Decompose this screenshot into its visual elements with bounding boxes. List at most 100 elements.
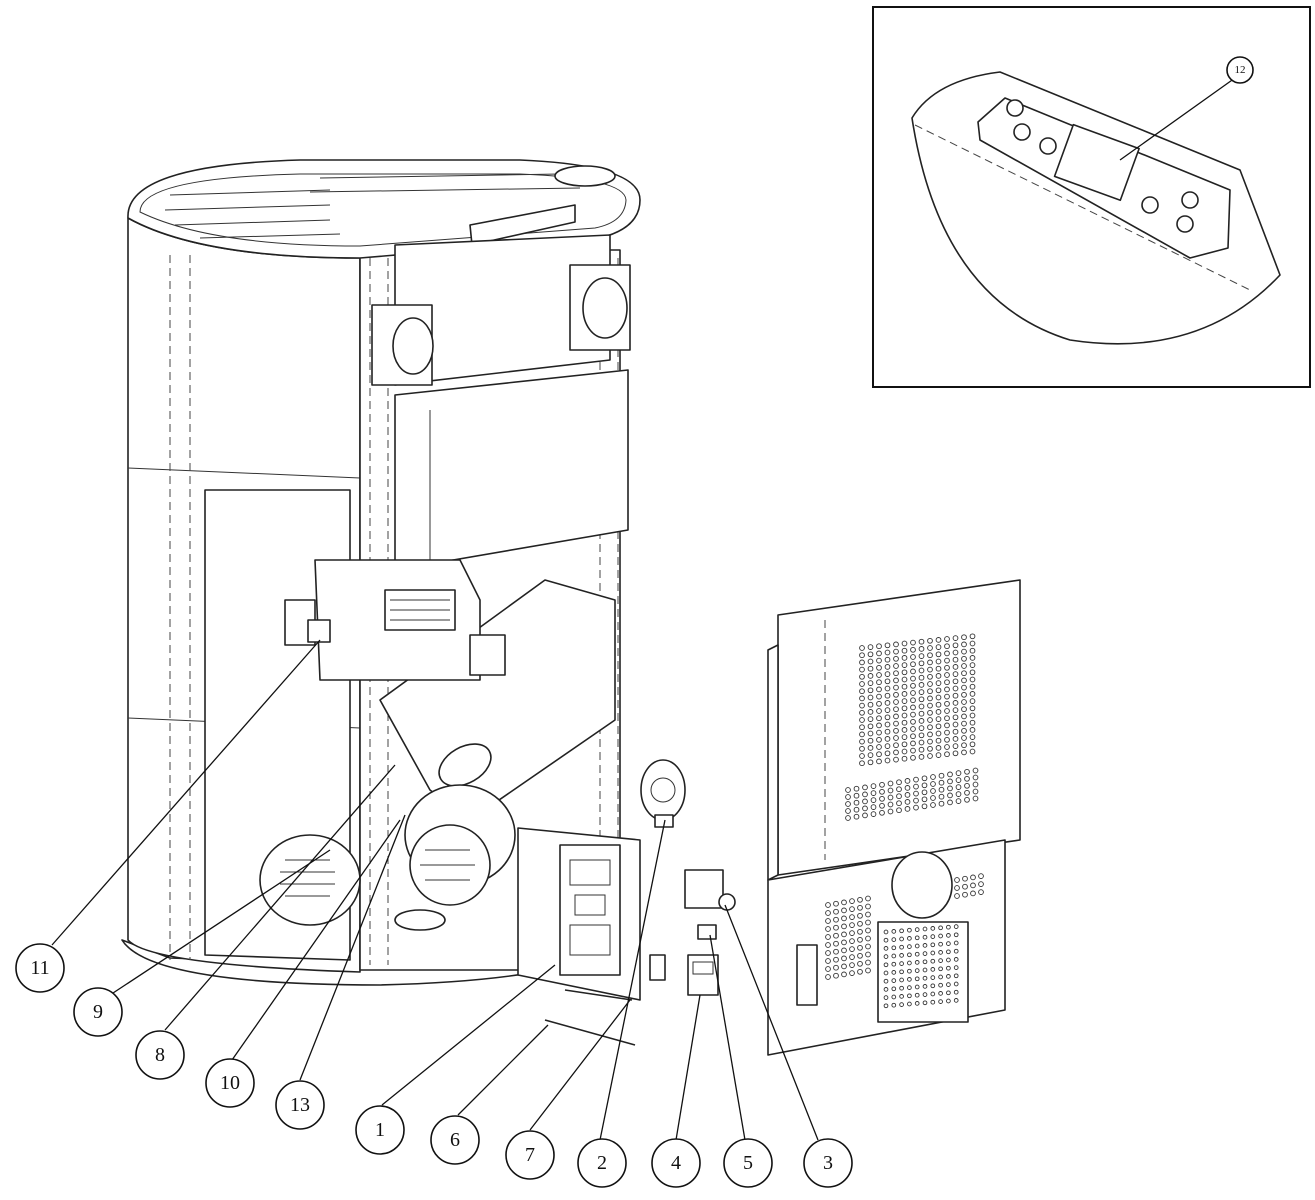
vent-hole bbox=[910, 668, 916, 675]
vent-hole bbox=[952, 750, 959, 757]
vent-hole bbox=[953, 965, 959, 970]
vent-hole bbox=[935, 658, 942, 665]
vent-hole bbox=[935, 701, 942, 708]
stove-body bbox=[121, 159, 641, 986]
button-power bbox=[1141, 196, 1159, 214]
vent-hole bbox=[896, 807, 902, 814]
middle-box bbox=[394, 369, 629, 571]
vent-hole bbox=[969, 741, 976, 748]
vent-hole bbox=[867, 665, 874, 672]
vent-hole bbox=[955, 777, 962, 783]
vent-hole bbox=[867, 737, 874, 744]
vent-hole bbox=[952, 649, 959, 656]
vent-hole bbox=[884, 671, 891, 677]
top-grille bbox=[164, 173, 581, 239]
vent-hole bbox=[955, 791, 962, 797]
vent-hole bbox=[841, 971, 847, 978]
vent-hole bbox=[893, 648, 899, 655]
vent-hole bbox=[961, 684, 967, 691]
vent-hole bbox=[947, 771, 953, 778]
vent-hole bbox=[922, 926, 928, 932]
vent-hole bbox=[935, 665, 942, 672]
vent-hole bbox=[901, 755, 908, 762]
vent-hole bbox=[953, 932, 959, 938]
vent-hole bbox=[935, 745, 942, 751]
vent-hole bbox=[922, 951, 928, 956]
vent-hole bbox=[930, 934, 936, 939]
vent-hole bbox=[876, 722, 882, 729]
vent-hole bbox=[935, 644, 942, 650]
vent-hole bbox=[857, 920, 863, 927]
vent-hole bbox=[857, 936, 863, 943]
vent-hole bbox=[964, 768, 970, 775]
vent-hole bbox=[893, 706, 899, 713]
vent-hole bbox=[891, 961, 897, 967]
vent-hole bbox=[893, 735, 899, 741]
callout-4: 4 bbox=[651, 1138, 701, 1188]
rear-panel bbox=[767, 579, 1021, 1056]
side-component bbox=[469, 634, 506, 676]
vent-hole bbox=[841, 931, 847, 938]
vent-hole bbox=[907, 985, 912, 990]
callout-13: 13 bbox=[275, 1080, 325, 1130]
vent-hole bbox=[927, 717, 933, 723]
vent-hole bbox=[969, 748, 976, 755]
vent-hole bbox=[901, 640, 908, 647]
vent-hole bbox=[918, 682, 925, 688]
vent-hole bbox=[952, 700, 959, 706]
vent-hole bbox=[859, 666, 865, 673]
vent-hole bbox=[938, 933, 943, 939]
vent-hole bbox=[922, 934, 928, 940]
vent-hole bbox=[938, 999, 943, 1004]
vent-hole bbox=[907, 1001, 912, 1007]
vent-hole bbox=[876, 650, 882, 657]
vent-hole bbox=[938, 800, 945, 807]
fuse-holder bbox=[649, 954, 666, 981]
lower-grille bbox=[877, 921, 969, 1023]
vent-hole bbox=[953, 973, 959, 979]
vent-hole bbox=[972, 788, 979, 795]
vent-hole bbox=[859, 709, 865, 716]
vent-hole bbox=[910, 704, 916, 711]
vent-hole bbox=[952, 635, 959, 641]
vent-hole bbox=[859, 688, 865, 695]
vent-hole bbox=[944, 744, 950, 750]
vent-hole bbox=[845, 808, 851, 814]
vent-hole bbox=[944, 636, 950, 642]
vent-hole bbox=[913, 797, 919, 804]
vent-hole bbox=[955, 798, 962, 804]
callout-12-circle bbox=[1226, 56, 1254, 84]
vent-hole bbox=[914, 976, 920, 982]
vent-hole bbox=[910, 690, 916, 696]
vent-hole bbox=[859, 724, 865, 731]
vent-hole bbox=[853, 785, 860, 792]
vent-hole bbox=[969, 705, 976, 712]
vent-hole bbox=[859, 673, 865, 680]
pellet-chute bbox=[379, 579, 616, 821]
vent-hole bbox=[910, 711, 916, 718]
vent-hole bbox=[946, 924, 951, 930]
vent-hole bbox=[841, 915, 847, 922]
vent-hole bbox=[893, 699, 899, 705]
vent-hole bbox=[876, 736, 882, 743]
vent-hole bbox=[910, 754, 916, 761]
switch-unit bbox=[687, 954, 719, 996]
vent-hole bbox=[867, 752, 874, 758]
vent-hole bbox=[862, 791, 868, 798]
vent-hole bbox=[961, 742, 967, 749]
vent-hole bbox=[972, 781, 979, 788]
vent-hole bbox=[914, 935, 920, 941]
vent-hole bbox=[930, 991, 936, 997]
callout-2: 2 bbox=[577, 1138, 627, 1188]
vent-hole bbox=[969, 633, 976, 640]
vent-hole bbox=[859, 731, 865, 738]
vent-hole bbox=[901, 683, 908, 690]
vent-hole bbox=[876, 657, 882, 664]
vent-hole bbox=[938, 974, 943, 980]
vent-hole bbox=[857, 968, 863, 975]
vent-hole bbox=[884, 678, 891, 685]
vent-hole bbox=[927, 688, 933, 695]
rear-panel-upper bbox=[777, 579, 1021, 876]
vent-hole bbox=[935, 752, 942, 758]
